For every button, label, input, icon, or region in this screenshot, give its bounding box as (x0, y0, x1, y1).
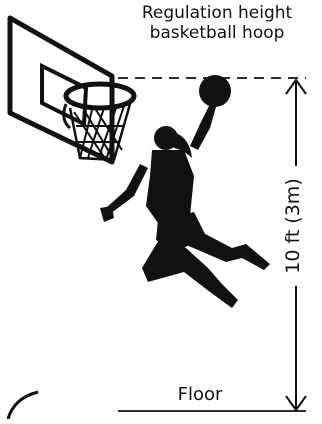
basketball-hoop-icon (64, 84, 134, 160)
floor-label: Floor (150, 385, 250, 406)
hoop-label-line1: Regulation height (112, 4, 322, 24)
court-line-fragment (8, 392, 38, 419)
player-silhouette-icon (100, 100, 270, 308)
backboard (10, 18, 112, 162)
hoop-label-line2: basketball hoop (112, 24, 322, 44)
hoop-label: Regulation height basketball hoop (112, 4, 322, 43)
height-dimension-label: 10 ft (3m) (280, 166, 306, 286)
